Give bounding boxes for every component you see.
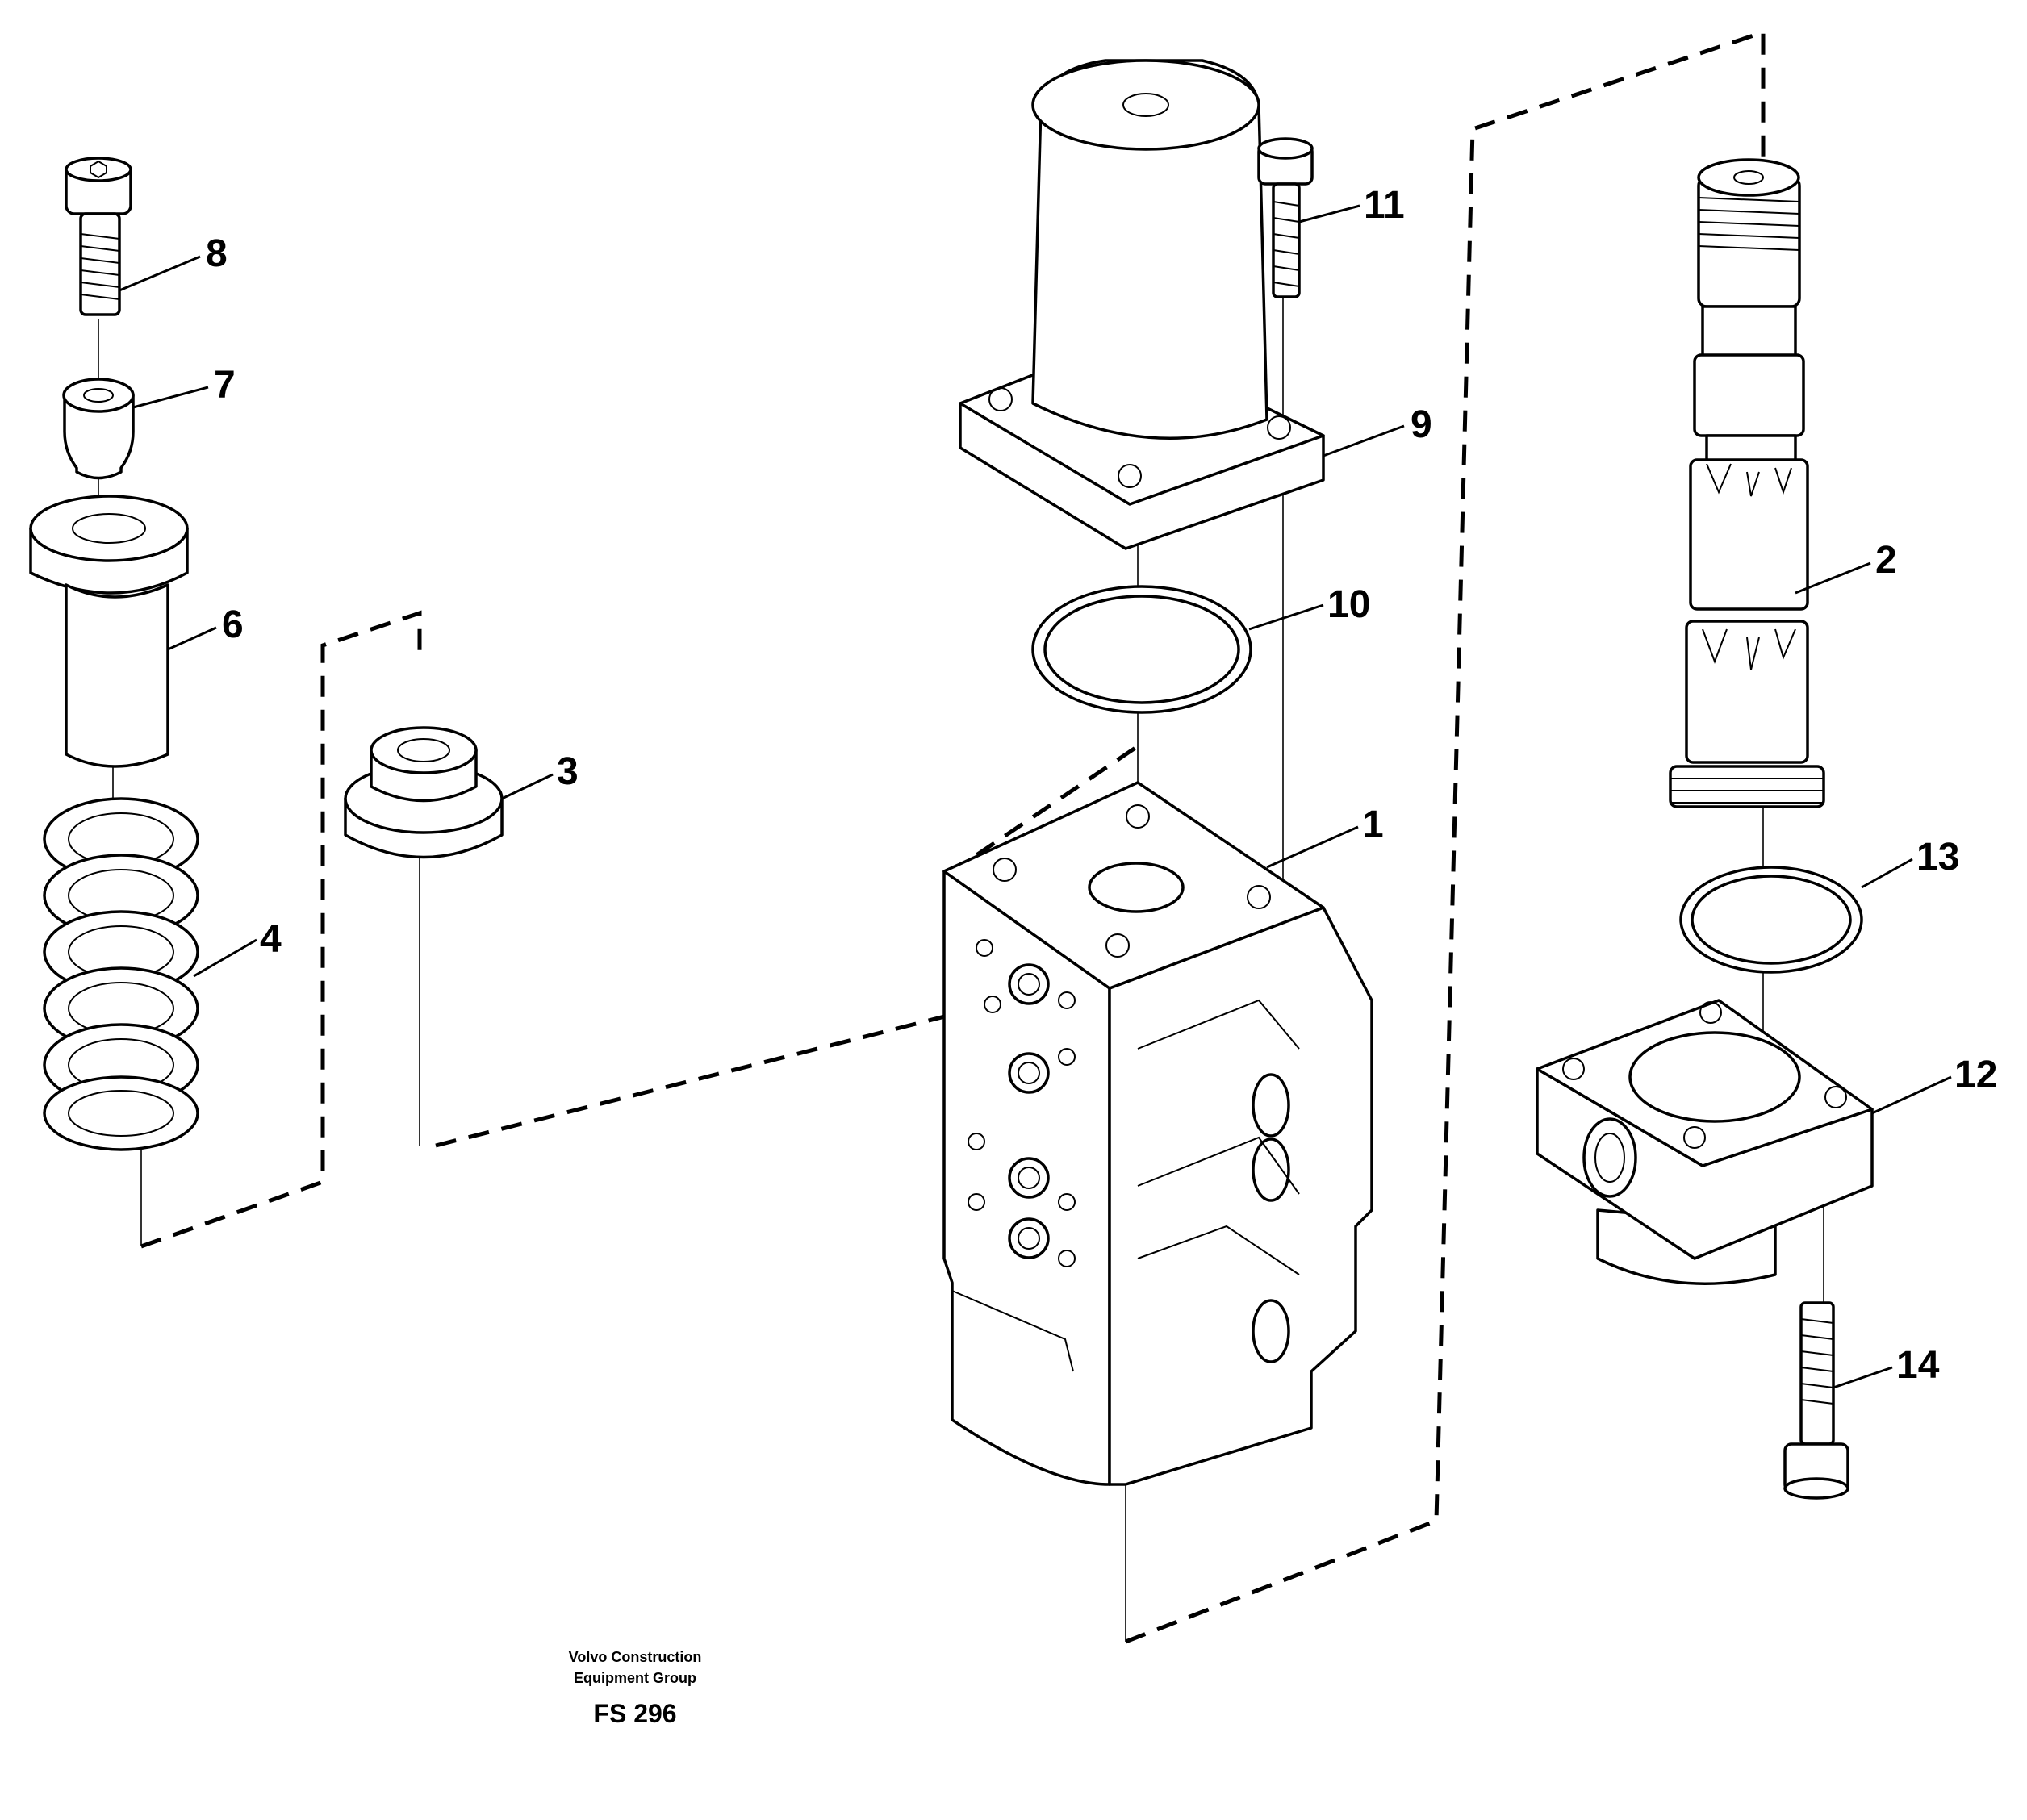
- credit-line-1: Volvo Construction: [569, 1649, 702, 1665]
- callout-13: 13: [1916, 836, 1959, 879]
- callout-12: 12: [1954, 1054, 1997, 1096]
- callout-3: 3: [557, 750, 579, 793]
- assembly-dashed-lines: [140, 29, 1766, 1644]
- part-6-retainer-cup: [29, 495, 189, 768]
- credit-block: Volvo Construction Equipment Group FS 29…: [569, 1649, 702, 1728]
- callout-1: 1: [1362, 804, 1384, 846]
- callout-8: 8: [206, 232, 228, 275]
- part-13-o-ring: [1679, 866, 1863, 974]
- leader-lines: [119, 204, 1952, 1389]
- part-11-cap-screw: [1257, 137, 1314, 298]
- part-3-spacer: [344, 726, 504, 859]
- callout-11: 11: [1364, 184, 1405, 227]
- part-4-spring: [43, 797, 199, 1151]
- callout-10: 10: [1327, 583, 1370, 626]
- callout-2: 2: [1875, 539, 1897, 582]
- credit-line-2: Equipment Group: [574, 1670, 696, 1686]
- part-9-solenoid-cover: [959, 59, 1325, 550]
- part-7-bushing: [62, 378, 135, 480]
- callout-7: 7: [214, 364, 236, 407]
- callout-4: 4: [260, 918, 282, 961]
- figure-number: FS 296: [593, 1699, 676, 1728]
- callout-labels: 8 7 6 4 3 1 2 9 10 11 12 13 14: [206, 184, 1997, 1387]
- callout-9: 9: [1411, 403, 1432, 446]
- part-10-o-ring: [1031, 585, 1252, 714]
- callout-14: 14: [1896, 1344, 1940, 1387]
- part-8-cap-screw: [65, 157, 132, 316]
- callout-6: 6: [222, 603, 244, 646]
- part-1-valve-body: [942, 781, 1373, 1486]
- part-12-flange: [1536, 999, 1874, 1285]
- part-14-cap-screw: [1783, 1301, 1849, 1500]
- part-2-spool-cartridge: [1669, 158, 1825, 808]
